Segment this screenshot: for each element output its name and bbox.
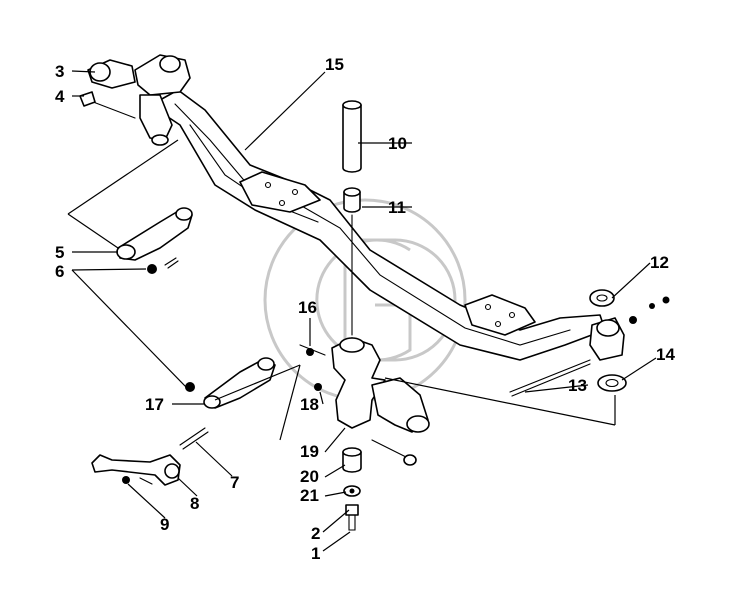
callout-5: 5 [55,243,64,262]
callout-6: 6 [55,262,64,281]
callout-4: 4 [55,87,65,106]
callout-8: 8 [190,494,199,513]
callout-19: 19 [300,442,319,461]
callout-21: 21 [300,486,319,505]
right-knuckle [509,289,670,397]
leader-lines [67,70,657,552]
callout-16: 16 [298,298,317,317]
callouts: 3 4 15 10 11 12 5 6 16 14 13 17 18 19 7 … [55,55,675,563]
callout-14: 14 [656,345,675,364]
king-pin [342,100,362,336]
callout-15: 15 [325,55,344,74]
right-steering-arm [91,357,276,486]
callout-20: 20 [300,467,319,486]
callout-12: 12 [650,253,669,272]
callout-18: 18 [300,395,319,414]
left-steering-arm [116,207,193,274]
left-knuckle [79,54,191,146]
callout-10: 10 [388,134,407,153]
callout-11: 11 [388,198,406,217]
lower-parts [342,447,362,531]
callout-1: 1 [311,544,320,563]
callout-7: 7 [230,473,239,492]
callout-9: 9 [160,515,169,534]
steering-knuckle [299,337,430,466]
callout-3: 3 [55,62,64,81]
callout-13: 13 [568,376,587,395]
axle-beam [159,89,606,361]
callout-2: 2 [311,524,320,543]
callout-17: 17 [145,395,164,414]
